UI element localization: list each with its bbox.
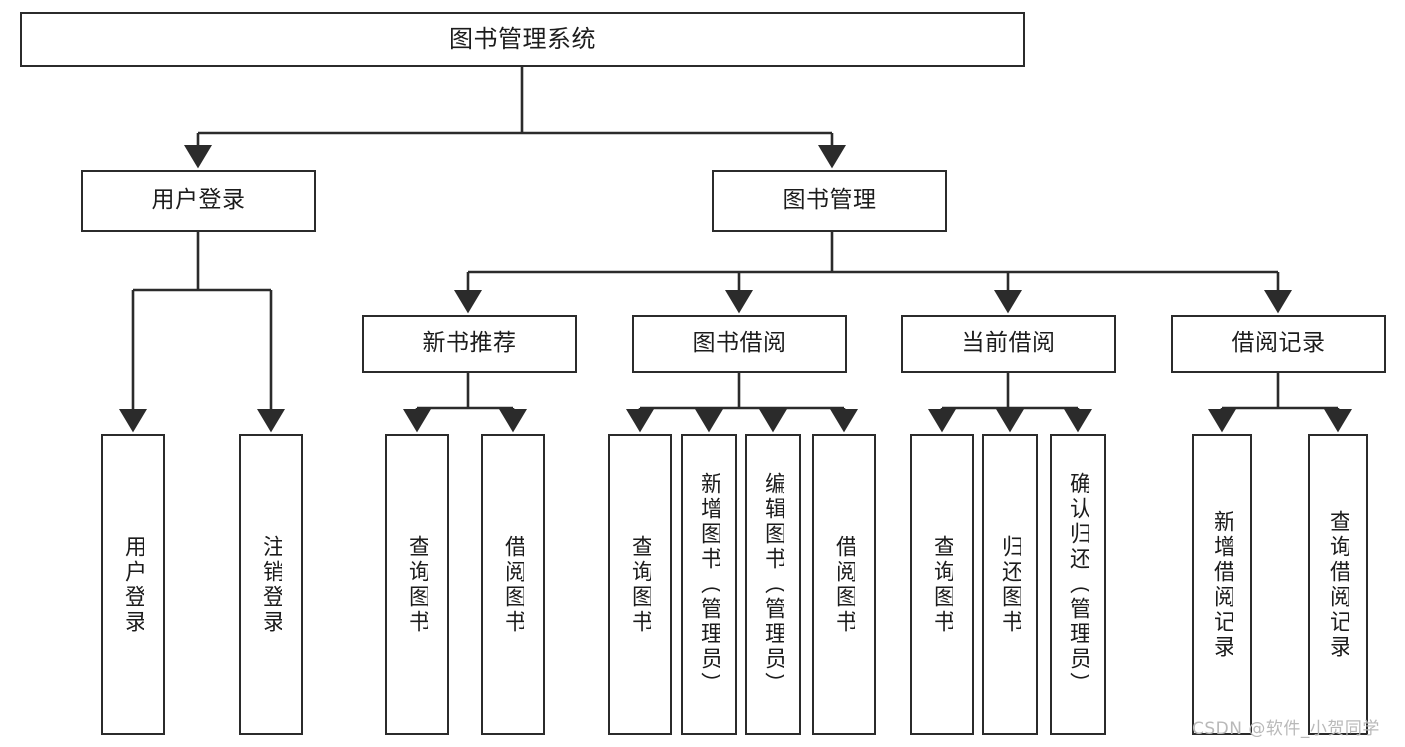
- node-leaf-new-book-query[interactable]: 查询图书: [385, 434, 449, 735]
- node-leaf-book-borrow-borrow[interactable]: 借阅图书: [812, 434, 876, 735]
- node-label: 图书借阅: [692, 330, 787, 357]
- node-label: 借阅图书: [833, 534, 855, 635]
- node-root-book-management-system[interactable]: 图书管理系统: [20, 12, 1025, 67]
- node-label: 查询图书: [629, 534, 651, 635]
- node-leaf-book-borrow-add[interactable]: 新增图书（管理员）: [681, 434, 737, 735]
- node-book-management[interactable]: 图书管理: [712, 170, 947, 232]
- node-borrow-record[interactable]: 借阅记录: [1171, 315, 1386, 373]
- node-label: 借阅图书: [502, 534, 524, 635]
- node-new-book-recommend[interactable]: 新书推荐: [362, 315, 577, 373]
- node-label: 图书管理系统: [449, 25, 596, 54]
- node-leaf-user-login-logout[interactable]: 注销登录: [239, 434, 303, 735]
- node-leaf-borrow-record-query[interactable]: 查询借阅记录: [1308, 434, 1368, 735]
- node-user-login[interactable]: 用户登录: [81, 170, 316, 232]
- node-label: 用户登录: [122, 534, 144, 635]
- csdn-watermark: CSDN @软件_小贺同学: [1192, 719, 1380, 739]
- node-leaf-user-login-login[interactable]: 用户登录: [101, 434, 165, 735]
- node-label: 图书管理: [782, 187, 877, 214]
- node-leaf-book-borrow-query[interactable]: 查询图书: [608, 434, 672, 735]
- node-label: 新书推荐: [422, 330, 517, 357]
- node-label: 新增图书（管理员）: [698, 472, 720, 697]
- node-leaf-borrow-record-add[interactable]: 新增借阅记录: [1192, 434, 1252, 735]
- node-leaf-book-borrow-edit[interactable]: 编辑图书（管理员）: [745, 434, 801, 735]
- node-leaf-current-borrow-query[interactable]: 查询图书: [910, 434, 974, 735]
- node-label: 归还图书: [999, 534, 1021, 635]
- node-leaf-current-borrow-return[interactable]: 归还图书: [982, 434, 1038, 735]
- node-leaf-current-borrow-confirm-return[interactable]: 确认归还（管理员）: [1050, 434, 1106, 735]
- node-label: 借阅记录: [1231, 330, 1326, 357]
- node-label: 注销登录: [260, 534, 282, 635]
- node-label: 用户登录: [151, 187, 246, 214]
- node-label: 当前借阅: [961, 330, 1056, 357]
- node-book-borrow[interactable]: 图书借阅: [632, 315, 847, 373]
- node-label: 查询图书: [931, 534, 953, 635]
- node-current-borrow[interactable]: 当前借阅: [901, 315, 1116, 373]
- node-label: 查询借阅记录: [1327, 509, 1349, 660]
- node-label: 确认归还（管理员）: [1067, 472, 1089, 697]
- node-label: 新增借阅记录: [1211, 509, 1233, 660]
- node-label: 查询图书: [406, 534, 428, 635]
- node-label: 编辑图书（管理员）: [762, 472, 784, 697]
- node-leaf-new-book-borrow[interactable]: 借阅图书: [481, 434, 545, 735]
